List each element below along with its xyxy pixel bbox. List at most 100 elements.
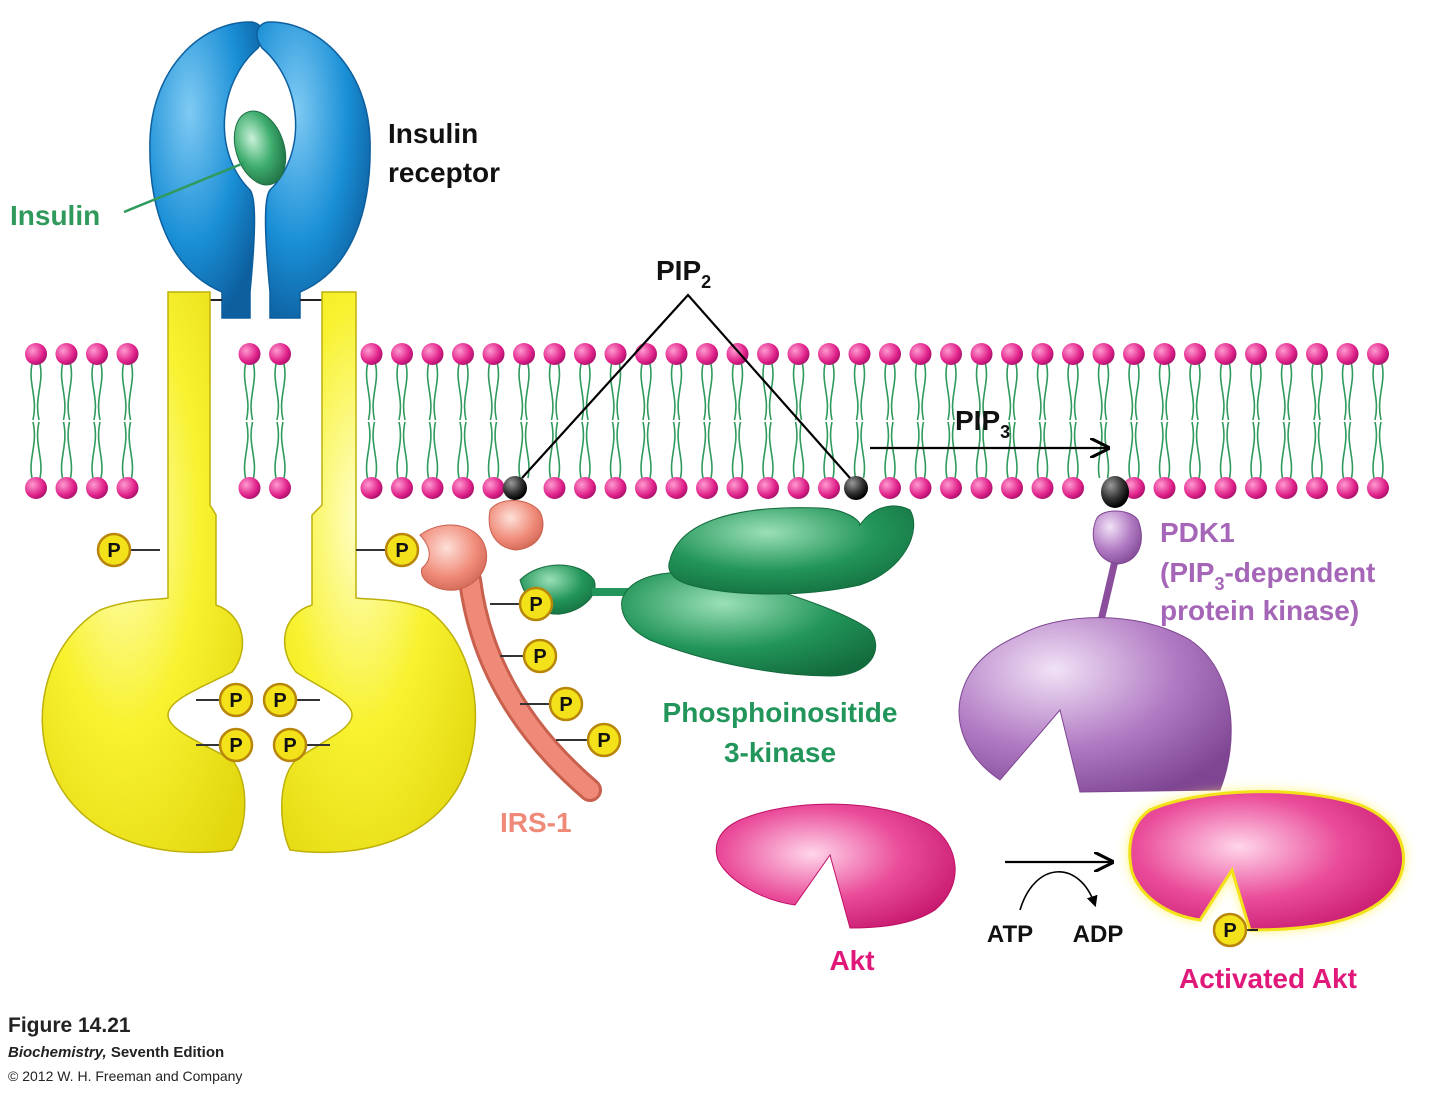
pi3k-label-line1: Phosphoinositide — [663, 697, 898, 728]
lipid-tail — [487, 363, 500, 421]
lipid-tail — [853, 421, 866, 479]
lipid-tail — [1280, 421, 1293, 479]
lipid-head — [574, 477, 596, 499]
lipid-head — [1245, 343, 1267, 365]
lipid-head — [1245, 477, 1267, 499]
lipid-tail — [762, 421, 774, 479]
lipid-tail — [1067, 421, 1079, 479]
lipid-head — [513, 343, 535, 365]
lipid-tail — [1006, 363, 1018, 421]
lipid-head — [116, 343, 139, 365]
lipid-tail — [426, 363, 439, 421]
lipid-head — [25, 343, 47, 365]
lipid-head — [970, 477, 993, 499]
lipid-tail — [121, 363, 134, 421]
lipid-head — [421, 343, 444, 365]
lipid-tail — [30, 363, 42, 421]
lipid-tail — [1250, 421, 1262, 479]
lipid-head — [86, 343, 108, 365]
phosphoinositide-3-kinase — [519, 505, 915, 677]
pip2-label: PIP2 — [656, 255, 711, 292]
lipid-tail — [1036, 363, 1049, 421]
lipid-tail — [426, 421, 439, 479]
lipid-tail — [1097, 363, 1110, 421]
lipid-tail — [823, 363, 835, 421]
lipid-head — [604, 477, 627, 499]
lipid-head — [1092, 343, 1115, 365]
lipid-head — [909, 477, 932, 499]
lipid-head — [543, 477, 566, 499]
lipid-head — [574, 343, 596, 365]
lipid-head — [1306, 343, 1328, 365]
lipid-head — [1306, 477, 1328, 499]
lipid-tail — [1250, 363, 1262, 421]
lipid-tail — [762, 363, 774, 421]
lipid-tail — [670, 363, 683, 421]
lipid-head — [665, 343, 688, 365]
phosphate-label: P — [283, 735, 296, 757]
phosphate-label: P — [529, 594, 542, 616]
lipid-head — [1031, 343, 1054, 365]
pip2-head-left — [503, 476, 527, 500]
lipid-tail — [91, 363, 103, 421]
lipid-head — [452, 343, 474, 365]
lipid-head — [1031, 477, 1054, 499]
lipid-head — [1153, 343, 1176, 365]
lipid-tail — [487, 421, 500, 479]
pip2-pointer-lines — [521, 293, 851, 479]
lipid-tail — [274, 421, 286, 479]
lipid-head — [1123, 343, 1145, 365]
lipid-head — [421, 477, 444, 499]
lipid-tail — [701, 363, 713, 421]
phosphate-label: P — [597, 730, 610, 752]
phosphate-label: P — [1223, 920, 1236, 942]
lipid-head — [1367, 343, 1389, 365]
lipid-head — [1001, 477, 1023, 499]
lipid-tail — [1280, 363, 1293, 421]
phosphate-label: P — [533, 646, 546, 668]
lipid-head — [1001, 343, 1023, 365]
lipid-tail — [457, 363, 469, 421]
lipid-tail — [975, 363, 988, 421]
lipid-head — [848, 343, 871, 365]
lipid-head — [1062, 343, 1084, 365]
lipid-head — [970, 343, 993, 365]
lipid-head — [391, 343, 413, 365]
lipid-tail — [91, 421, 103, 479]
lipid-head — [116, 477, 139, 499]
lipid-tail — [457, 421, 469, 479]
akt-activated — [1128, 790, 1406, 932]
book-title: Biochemistry, Seventh Edition — [8, 1044, 225, 1061]
lipid-head — [269, 343, 291, 365]
lipid-tail — [1219, 421, 1232, 479]
pdk1-label-line2: (PIP3-dependent — [1160, 557, 1375, 594]
insulin-receptor-beta-subunits — [41, 291, 477, 854]
lipid-tail — [1189, 421, 1201, 479]
phosphate-circle — [522, 638, 558, 674]
phosphate-circle — [384, 532, 420, 568]
lipid-tail — [1158, 421, 1171, 479]
lipid-head — [1275, 477, 1298, 499]
lipid-head — [482, 477, 505, 499]
phosphate-circle — [548, 686, 584, 722]
lipid-tail — [1067, 363, 1079, 421]
pdk1-kinase — [958, 510, 1232, 793]
lipid-tail — [579, 421, 591, 479]
lipid-tail — [548, 421, 561, 479]
lipid-head — [482, 343, 505, 365]
lipid-head — [757, 477, 779, 499]
lipid-tail — [1311, 421, 1323, 479]
lipid-tail — [1128, 421, 1140, 479]
lipid-head — [635, 477, 657, 499]
lipid-tail — [1341, 421, 1354, 479]
insulin-receptor-label-line1: Insulin — [388, 118, 478, 149]
atp-label: ATP — [987, 921, 1033, 948]
lipid-tail — [396, 421, 408, 479]
insulin-label: Insulin — [10, 200, 100, 231]
lipid-head — [1336, 343, 1359, 365]
lipid-head — [1336, 477, 1359, 499]
lipid-tail — [121, 421, 134, 479]
lipid-head — [726, 477, 749, 499]
lipid-tail — [1158, 363, 1171, 421]
